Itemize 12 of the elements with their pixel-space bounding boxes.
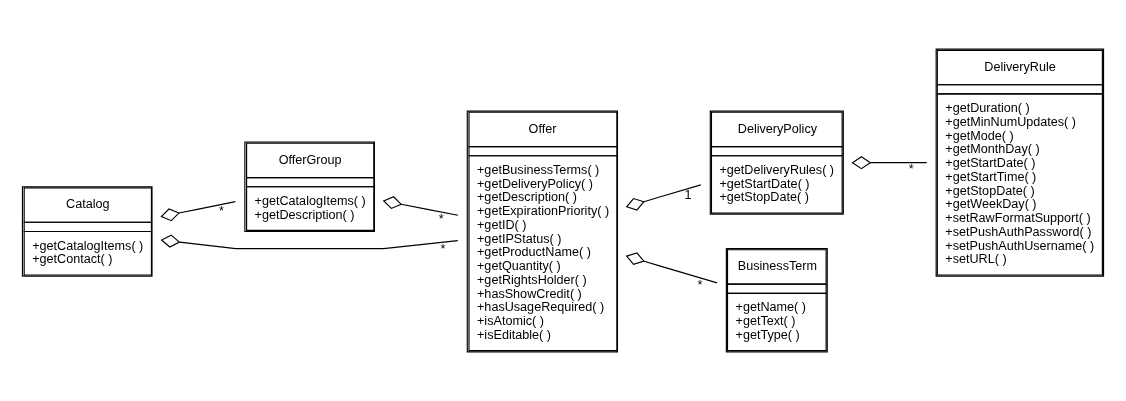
edge-label: * [440,241,446,256]
edge-label: * [438,211,444,226]
connector [382,196,459,216]
edge-label: * [697,277,703,292]
connector [851,156,928,170]
edge-label: 1 [684,188,692,203]
edge-label: * [219,204,224,219]
connector [625,252,718,284]
connector [625,184,702,211]
connector [160,201,236,222]
connector [160,234,459,250]
edge-label: * [908,162,914,177]
